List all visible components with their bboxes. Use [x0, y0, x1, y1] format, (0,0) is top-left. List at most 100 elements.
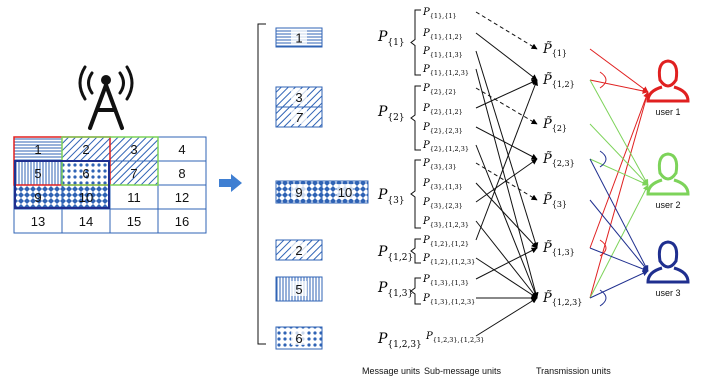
sub-message-subscript: {1,2},{1,2} [430, 240, 469, 248]
overlap-accent [599, 150, 607, 168]
block-label-bg [291, 281, 307, 296]
transmission-subscript: {2,3} [552, 159, 575, 168]
sub-message-symbol: P [425, 331, 433, 342]
transmission-subscript: {3} [552, 200, 567, 209]
sub-message-symbol: P [422, 83, 430, 94]
sub-message-unit: P{3},{1,3} [422, 178, 463, 191]
user-head [657, 240, 679, 269]
message-unit-symbol: P [377, 104, 388, 120]
mapping-line [475, 50, 539, 249]
sub-message-symbol: P [422, 158, 430, 169]
sub-message-symbol: P [422, 216, 430, 227]
user-label: user 2 [655, 200, 680, 210]
sub-message-unit: P{1,2},{1,2} [422, 235, 469, 248]
grid-cell [157, 160, 207, 186]
sub-message-symbol: P [422, 46, 430, 57]
mapping-line [475, 79, 538, 241]
bracket [410, 159, 421, 229]
caption-message-units: Message units [362, 366, 421, 376]
transmission-units: P̃{1}P̃{1,2}P̃{2}P̃{2,3}P̃{3}P̃{1,3}P̃{1… [542, 41, 582, 307]
sub-message-subscript: {2},{1,2,3} [430, 145, 469, 153]
user-head [657, 152, 679, 181]
block-label-bg [291, 89, 307, 104]
grid-cell [61, 208, 111, 234]
grid-cell-label: 8 [178, 166, 185, 181]
caption-sub-message-units: Sub-message units [424, 366, 502, 376]
block-label-bg [291, 29, 307, 45]
grid-cell-label: 11 [127, 190, 141, 205]
sub-message-unit: P{1,3},{1,2,3} [422, 293, 475, 306]
mapping-line [475, 87, 538, 125]
transmission-subscript: {1,2,3} [552, 298, 583, 307]
sub-message-subscript: {2},{2} [430, 88, 457, 96]
mapping-line [475, 68, 539, 299]
block-label: 6 [295, 331, 302, 346]
antenna-icon [78, 65, 134, 130]
transmission-symbol: P̃ [542, 116, 552, 132]
transmission-subscript: {2} [552, 124, 567, 133]
transmission-unit: P̃{1,2,3} [542, 290, 582, 307]
transmission-subscript: {1} [552, 49, 567, 58]
message-unit-subscript: {1,3} [387, 289, 413, 299]
mapping-line [475, 126, 538, 160]
grid-cell-label: 12 [175, 190, 189, 205]
block-label-bg [291, 330, 307, 345]
grid-cell-label: 3 [130, 142, 137, 157]
grid-cell [13, 184, 63, 210]
transmission-unit: P̃{3} [542, 192, 567, 209]
grid-cell [109, 160, 159, 186]
sub-message-unit: P{1},{1} [422, 7, 457, 20]
block-label: 7 [295, 110, 303, 125]
bracket [410, 277, 421, 305]
message-unit-symbol: P [377, 331, 388, 347]
sub-message-symbol: P [422, 253, 430, 264]
sub-message-units: P{1},{1}P{1},{1,2}P{1},{1,3}P{1},{1,2,3}… [422, 7, 484, 344]
block-label: 2 [295, 243, 302, 258]
message-unit-subscript: {2} [387, 113, 404, 123]
sub-message-unit: P{2},{1,2,3} [422, 140, 469, 153]
message-unit-subscript: {1,2,3} [387, 340, 421, 350]
grid-cell-label: 16 [175, 214, 189, 229]
message-unit-symbol: P [377, 244, 388, 260]
user-delivery-line [589, 48, 649, 93]
sub-message-unit: P{1},{1,2,3} [422, 64, 469, 77]
grid-cell-label: 15 [127, 214, 141, 229]
user-delivery-line [589, 270, 649, 299]
sub-message-symbol: P [422, 293, 430, 304]
message-unit: P{1,3} [377, 280, 413, 299]
transmission-symbol: P̃ [542, 192, 552, 208]
user-delivery-line [589, 158, 649, 186]
user-delivery-line [589, 91, 650, 299]
bracket [410, 9, 421, 76]
sub-message-subscript: {1},{1,2,3} [430, 69, 469, 77]
sub-message-symbol: P [422, 140, 430, 151]
sub-message-symbol: P [422, 103, 430, 114]
grid-cell-label: 7 [130, 166, 137, 181]
sub-message-symbol: P [422, 28, 430, 39]
sub-message-unit: P{1,2,3},{1,2,3} [425, 331, 484, 344]
sub-message-subscript: {3},{2,3} [430, 202, 463, 210]
sub-message-symbol: P [422, 197, 430, 208]
user-delivery-line [589, 199, 649, 272]
user-delivery-line [589, 247, 649, 272]
sub-message-subscript: {1,2},{1,2,3} [430, 258, 475, 266]
overlap-accent [599, 289, 607, 307]
sub-message-subscript: {2},{1,2} [430, 108, 463, 116]
grid-cell-label: 10 [79, 190, 93, 205]
transmission-subscript: {1,3} [552, 248, 575, 257]
user-body [646, 178, 690, 196]
block-label: 10 [338, 185, 352, 200]
mapping-line [475, 11, 538, 50]
message-unit-symbol: P [377, 280, 388, 296]
sub-message-subscript: {1},{1} [430, 12, 457, 20]
sub-message-brackets [410, 9, 421, 305]
grid-cell [109, 208, 159, 234]
message-unit: P{2} [377, 104, 405, 123]
user-label: user 3 [655, 288, 680, 298]
block-label: 1 [295, 31, 302, 46]
user-icon [646, 152, 690, 196]
sub-message-subscript: {1,2,3},{1,2,3} [433, 336, 485, 344]
user-head [657, 59, 679, 88]
